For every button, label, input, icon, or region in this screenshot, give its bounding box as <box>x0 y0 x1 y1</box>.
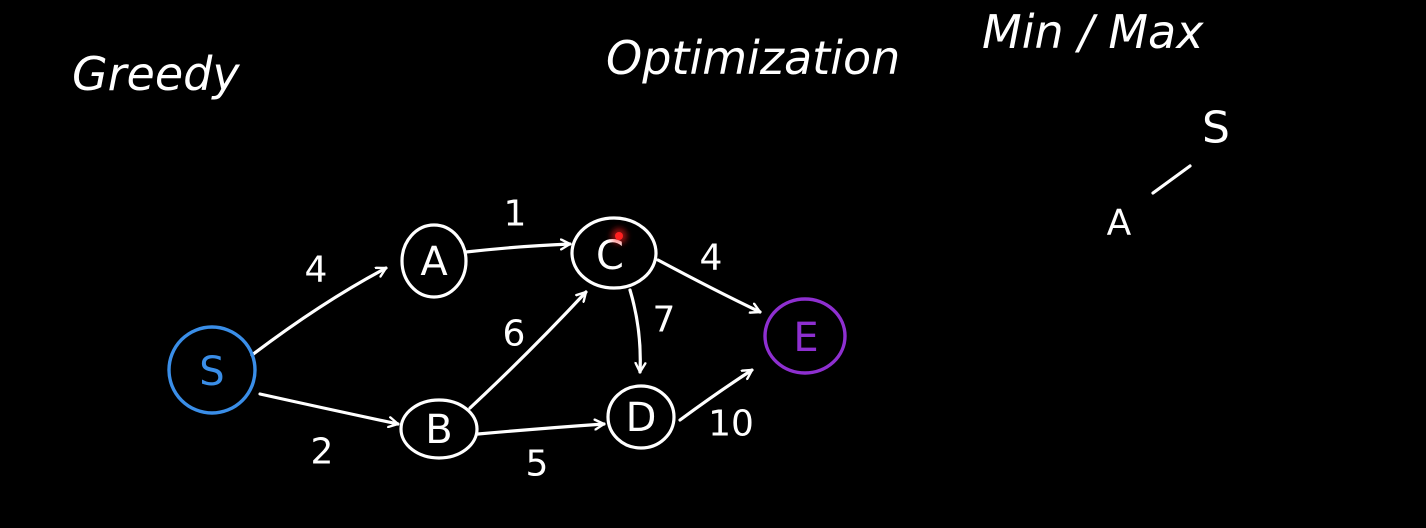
weight-b-c: 6 <box>503 314 526 355</box>
node-s-label: S <box>199 349 224 395</box>
edge-s-b <box>258 392 400 424</box>
graph-edges <box>250 244 762 436</box>
weight-s-b: 2 <box>311 432 334 473</box>
node-b-label: B <box>425 407 452 453</box>
edge-d-e <box>678 368 754 422</box>
node-d: D <box>606 384 676 450</box>
node-b: B <box>399 398 479 460</box>
tree-child-label: A <box>1107 203 1132 244</box>
node-e-circle <box>763 297 847 375</box>
tree-root-label: S <box>1202 103 1230 154</box>
node-c-circle <box>570 216 658 290</box>
weight-a-c: 1 <box>504 194 527 235</box>
edge-b-c <box>468 290 588 410</box>
node-d-circle <box>606 384 676 450</box>
node-e-label: E <box>793 315 818 361</box>
heading-greedy: Greedy <box>72 47 240 101</box>
node-d-label: D <box>626 395 657 441</box>
node-s: S <box>167 325 257 415</box>
node-s-circle <box>167 325 257 415</box>
laser-pointer-dot <box>611 228 627 244</box>
edge-weights: 4 2 1 6 5 7 4 10 <box>305 194 754 485</box>
weight-b-d: 5 <box>526 444 549 485</box>
node-a: A <box>400 223 468 299</box>
edge-c-e <box>656 258 762 312</box>
tree-sketch: S A <box>1107 103 1230 244</box>
node-e: E <box>763 297 847 375</box>
weight-d-e: 10 <box>708 404 754 445</box>
node-b-circle <box>399 398 479 460</box>
weight-c-d: 7 <box>653 300 676 341</box>
node-a-label: A <box>420 239 448 285</box>
heading-optimization: Optimization <box>606 31 900 85</box>
edge-s-a <box>250 266 388 357</box>
weight-c-e: 4 <box>700 238 723 279</box>
tree-branch <box>1151 164 1192 195</box>
edge-c-d <box>628 288 640 374</box>
node-a-circle <box>400 223 468 299</box>
heading-min-max: Min / Max <box>982 5 1204 59</box>
node-c: C <box>570 216 658 290</box>
weight-s-a: 4 <box>305 250 328 291</box>
edge-b-d <box>476 424 606 436</box>
edge-a-c <box>464 244 572 254</box>
